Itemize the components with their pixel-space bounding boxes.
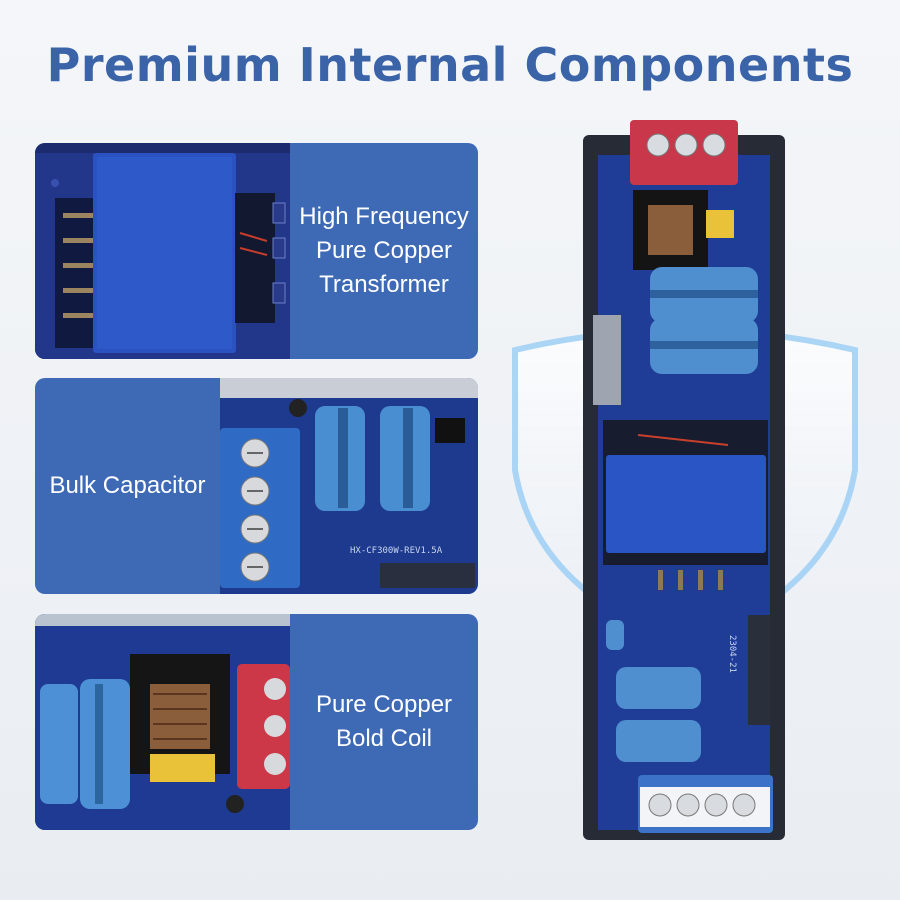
coil-label-line2: Bold Coil: [335, 725, 433, 752]
transformer-card: High Frequency Pure Copper Transformer: [35, 143, 478, 359]
transformer-photo: [35, 143, 290, 359]
capacitor-card: Bulk Capacitor HX-CF300W-REV1.5A: [35, 378, 478, 594]
board-model-text: HX-CF300W-REV1.5A: [350, 546, 443, 556]
coil-card: Pure Copper Bold Coil: [35, 614, 478, 830]
coil-label-line1: Pure Copper: [315, 691, 453, 718]
transformer-label-line2: Pure Copper: [315, 237, 453, 264]
transformer-label-line3: Transformer: [319, 271, 449, 298]
capacitor-photo: HX-CF300W-REV1.5A: [220, 378, 478, 594]
coil-photo: [35, 614, 290, 830]
transformer-label-line1: High Frequency: [299, 203, 469, 230]
capacitor-label: Bulk Capacitor: [35, 378, 220, 594]
board-date-text: 2304-21: [727, 635, 737, 673]
transformer-label: High Frequency Pure Copper Transformer: [290, 143, 478, 359]
capacitor-label-line1: Bulk Capacitor: [49, 472, 206, 499]
power-supply-board: 2304-21: [583, 120, 785, 840]
page-title: Premium Internal Components: [46, 38, 854, 92]
coil-label: Pure Copper Bold Coil: [290, 614, 478, 830]
